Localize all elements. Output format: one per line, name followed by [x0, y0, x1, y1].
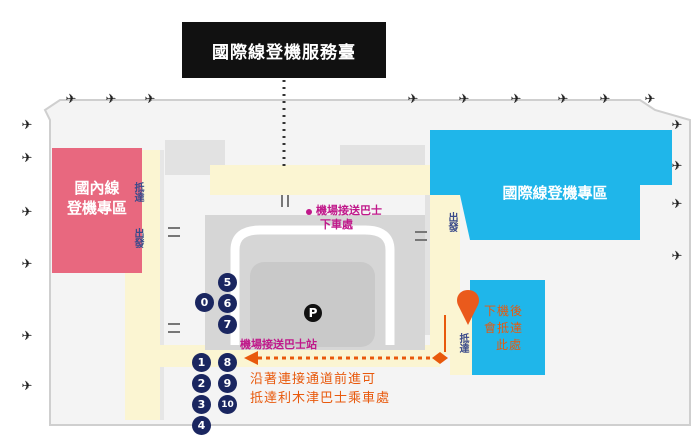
airplane-icon: ✈ — [21, 329, 33, 344]
arrival-pin-note: 下機後 會抵達 此處 — [484, 303, 523, 354]
airplane-icon: ✈ — [105, 92, 117, 107]
bus-stop-1: 1 — [192, 353, 211, 372]
route-note-line1: 沿著連接通道前進可 — [250, 372, 377, 387]
bus-stop-10: 10 — [218, 395, 237, 414]
airplane-icon: ✈ — [458, 92, 470, 107]
top-corridor — [210, 165, 440, 195]
airplane-icon: ✈ — [21, 151, 33, 166]
airplane-icon: ✈ — [21, 379, 33, 394]
bus-stop-6: 6 — [218, 294, 237, 313]
airplane-icon: ✈ — [21, 118, 33, 133]
airplane-icon: ✈ — [65, 92, 77, 107]
arrival-pin-note-line3: 此處 — [496, 338, 523, 352]
route-arrowhead — [244, 351, 258, 365]
left-arrival-label: 抵達 — [132, 182, 143, 202]
airplane-icon: ✈ — [407, 92, 419, 107]
bus-station-label: 機場接送巴士站 — [240, 338, 317, 351]
airplane-icon: ✈ — [671, 249, 683, 264]
bus-stop-0: 0 — [195, 293, 214, 312]
bus-stop-4: 4 — [192, 416, 211, 435]
arrival-area — [470, 280, 545, 375]
domestic-zone-label: 國內線 登機專區 — [52, 178, 142, 218]
bidirectional-arrow-icon — [168, 195, 427, 333]
airplane-icon: ✈ — [21, 205, 33, 220]
domestic-zone — [52, 148, 142, 273]
airplane-icon: ✈ — [671, 197, 683, 212]
airplane-icon: ✈ — [599, 92, 611, 107]
bus-dropoff-line1: 機場接送巴士 — [316, 204, 382, 217]
arrival-corridor — [450, 310, 472, 375]
airplane-icon: ✈ — [557, 92, 569, 107]
route-end-diamond — [432, 352, 448, 364]
bus-dropoff-label: 機場接送巴士 下車處 — [316, 204, 382, 232]
domestic-zone-label-line2: 登機專區 — [66, 199, 127, 217]
dropoff-dot — [306, 209, 312, 215]
airplane-icon: ✈ — [144, 92, 156, 107]
international-zone-label: 國際線登機專區 — [502, 184, 608, 202]
left-departure-label: 出發 — [132, 228, 143, 248]
international-service-desk-callout: 國際線登機服務臺 — [182, 22, 386, 78]
airplane-icon: ✈ — [510, 92, 522, 107]
arrival-pin-note-line2: 會抵達 — [484, 321, 524, 335]
right-departure-label: 出發 — [446, 212, 457, 232]
parking-ramp — [230, 225, 395, 345]
domestic-zone-label-line1: 國內線 — [74, 179, 120, 197]
right-arrival-label: 抵達 — [457, 333, 468, 353]
parking-icon: P — [304, 304, 322, 322]
bus-stop-7: 7 — [218, 315, 237, 334]
bus-stop-3: 3 — [192, 395, 211, 414]
bus-stop-2: 2 — [192, 374, 211, 393]
bus-stop-9: 9 — [218, 374, 237, 393]
bus-stop-8: 8 — [218, 353, 237, 372]
route-note-line2: 抵達利木津巴士乘車處 — [250, 391, 391, 406]
bus-stop-5: 5 — [218, 273, 237, 292]
arrival-pin-note-line1: 下機後 — [484, 304, 524, 318]
bus-dropoff-line2: 下車處 — [320, 218, 353, 231]
international-zone — [430, 130, 672, 240]
route-note: 沿著連接通道前進可 抵達利木津巴士乘車處 — [250, 370, 390, 408]
airplane-icon: ✈ — [21, 257, 33, 272]
airplane-icon: ✈ — [671, 159, 683, 174]
airplane-icon: ✈ — [644, 92, 656, 107]
airplane-icon: ✈ — [671, 118, 683, 133]
map-pin-icon — [457, 290, 479, 325]
